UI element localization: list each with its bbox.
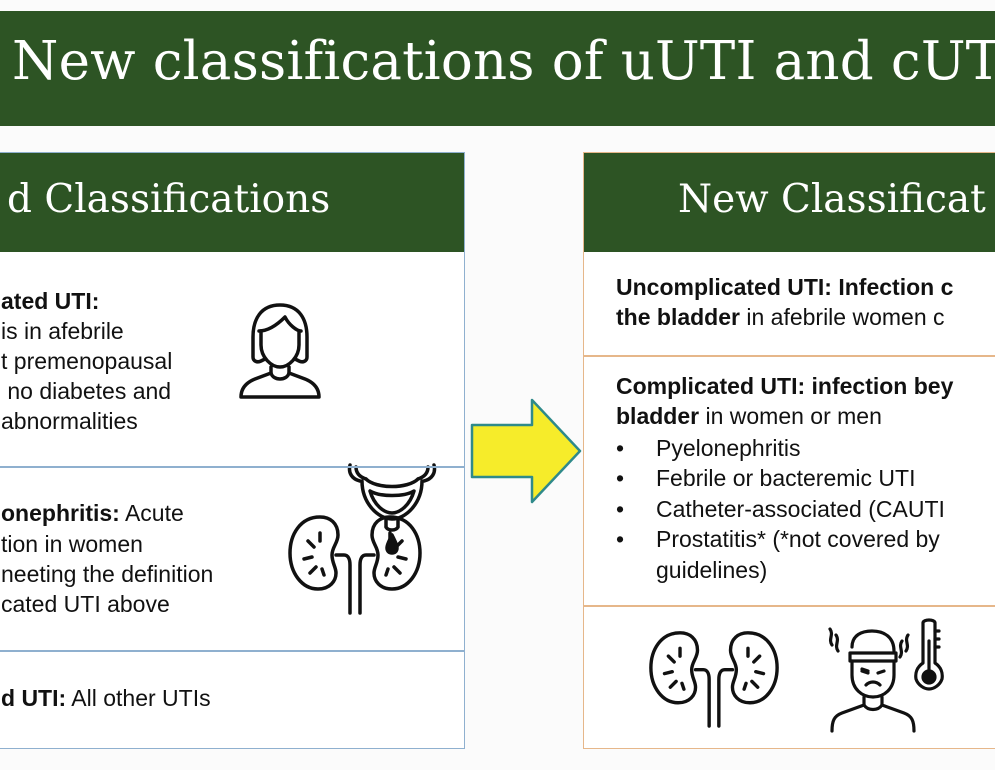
right-arrow-icon xyxy=(470,398,582,509)
old-uncomplicated-line: abnormalities xyxy=(1,408,138,434)
bullet-marker: • xyxy=(616,435,625,461)
old-pyelonephritis-heading: onephritis: Acute xyxy=(1,500,184,526)
new-uncomplicated-line: the bladder in afebrile women c xyxy=(616,304,945,330)
bullet-text: Pyelonephritis xyxy=(656,435,801,461)
bullet-text: Prostatitis* (*not covered by xyxy=(656,526,940,552)
bullet-text: Catheter-associated (CAUTI xyxy=(656,496,945,522)
old-uncomplicated-line: no diabetes and xyxy=(1,378,172,404)
kidneys-icon xyxy=(286,511,424,615)
old-complicated-text: d UTI: All other UTIs xyxy=(1,685,211,711)
woman-icon xyxy=(235,301,325,401)
thermometer-icon xyxy=(912,617,946,691)
new-complicated-line: Complicated UTI: infection bey xyxy=(616,373,954,399)
old-panel-header: d Classifications xyxy=(0,153,464,252)
bullet-continuation: guidelines) xyxy=(656,557,768,583)
old-uncomplicated-line: t premenopausal xyxy=(1,348,173,374)
old-panel-title: d Classifications xyxy=(7,177,331,222)
bullet-marker: • xyxy=(616,496,625,522)
old-pyelonephritis-line: cated UTI above xyxy=(1,591,170,617)
new-classifications-panel: New Classificat Uncomplicated UTI: Infec… xyxy=(583,152,995,749)
slide-title: New classifications of uUTI and cUTI xyxy=(12,31,995,92)
old-uncomplicated-line: is in afebrile xyxy=(1,318,124,344)
old-panel-divider xyxy=(0,650,464,652)
bullet-text: Febrile or bacteremic UTI xyxy=(656,465,916,491)
new-panel-divider xyxy=(584,355,995,357)
old-panel-divider xyxy=(0,466,464,468)
old-uncomplicated-heading: ated UTI: xyxy=(1,288,100,314)
new-panel-title: New Classificat xyxy=(678,177,986,222)
new-uncomplicated-line: Uncomplicated UTI: Infection c xyxy=(616,274,954,300)
title-bar: New classifications of uUTI and cUTI xyxy=(0,11,995,126)
feverish-person-icon xyxy=(824,617,924,733)
old-classifications-panel: d Classifications ated UTI: is in afebri… xyxy=(0,152,465,749)
new-complicated-line: bladder in women or men xyxy=(616,403,882,429)
bullet-marker: • xyxy=(616,465,625,491)
old-pyelonephritis-line: tion in women xyxy=(1,531,143,557)
new-panel-header: New Classificat xyxy=(584,153,995,252)
bullet-marker: • xyxy=(616,526,625,552)
new-panel-divider xyxy=(584,605,995,607)
old-pyelonephritis-line: neeting the definition xyxy=(1,561,214,587)
kidneys-icon xyxy=(647,627,781,728)
